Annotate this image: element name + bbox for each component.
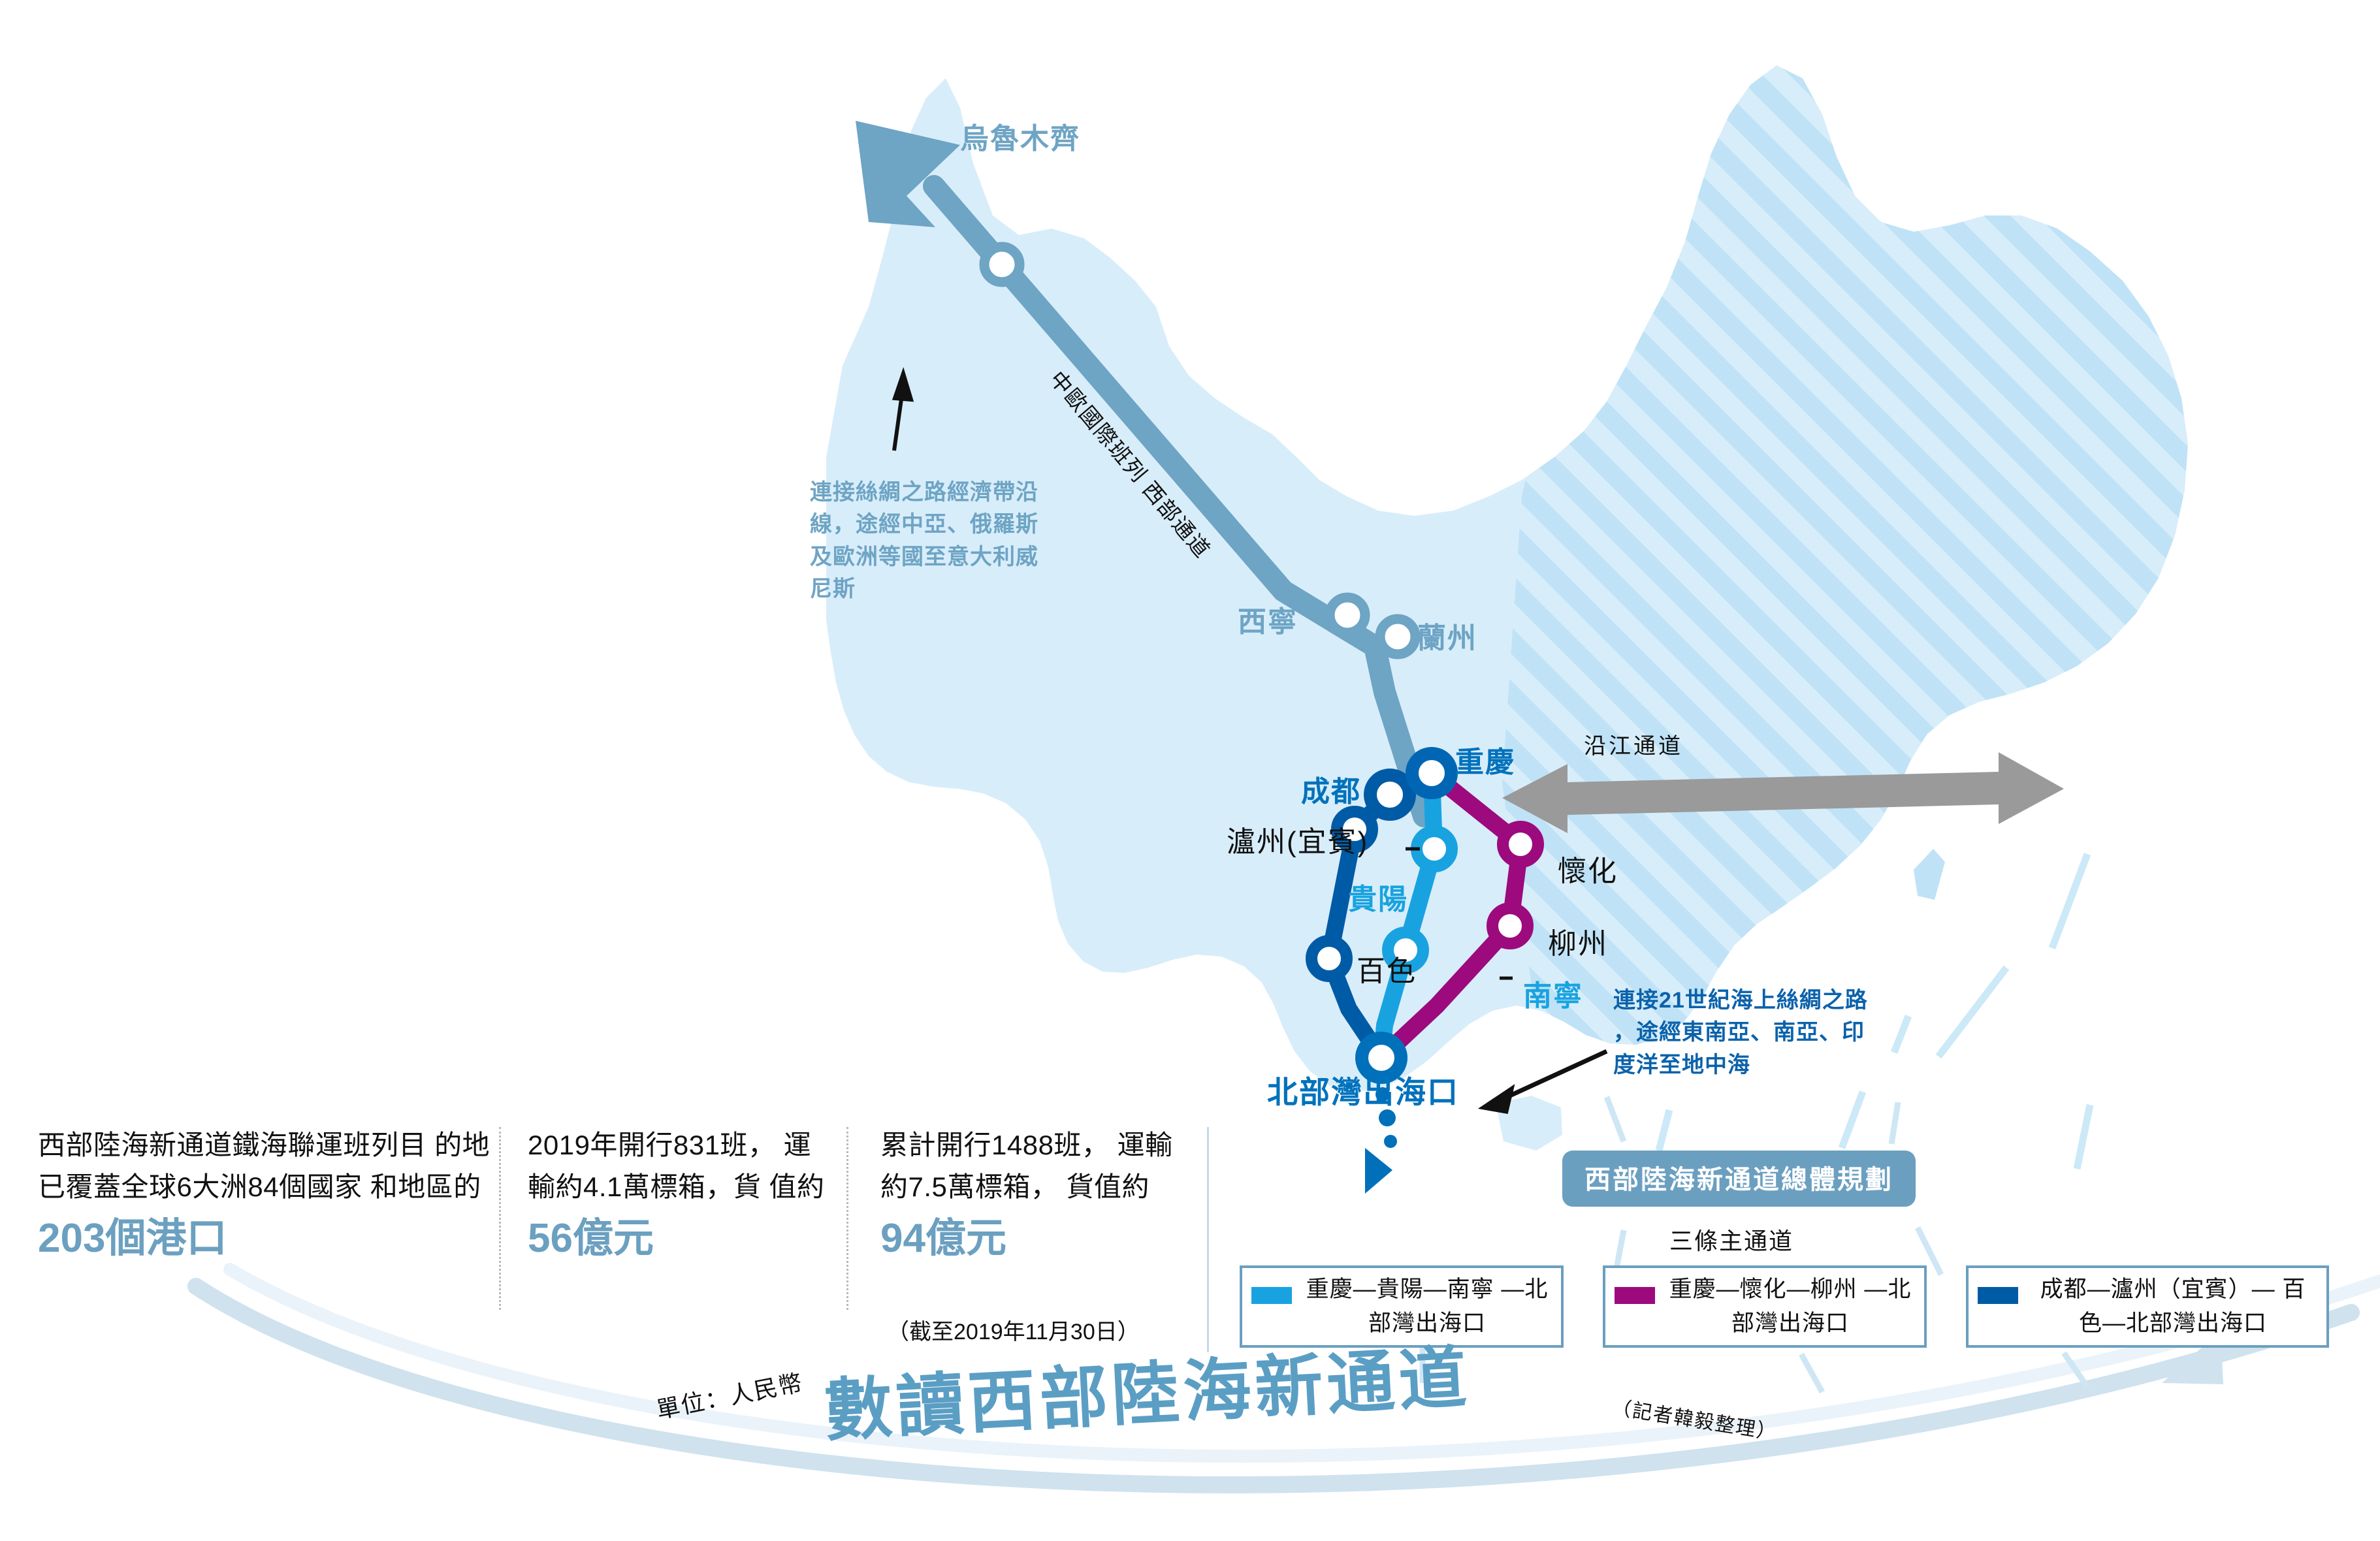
legend-subtitle: 三條主通道 [1669,1228,1794,1254]
route-stations [1306,747,1544,1084]
island-hainan [1496,1096,1562,1151]
stat-cumulative-value: 94億元 [880,1215,1006,1261]
legend-swatch-navy [1978,1287,2018,1304]
decor-slashes [1655,853,2094,1170]
legend-box-purple[interactable]: 重慶—懷化—柳州 —北部灣出海口 [1603,1265,1927,1348]
station-chongqing [1406,747,1458,799]
stat-ports-value: 203個港口 [38,1215,227,1261]
city-label-urumqi: 烏魯木齊 [960,123,1080,155]
corridor-label-yangtze: 沿江通道 [1584,734,1683,759]
euro-asia-corridor [856,121,1435,827]
legend-box-cyan[interactable]: 重慶—貴陽—南寧 —北部灣出海口 [1240,1265,1564,1348]
stat-2019-lead: 2019年開行831班， 運輸約4.1萬標箱，貨 值約 [528,1130,825,1202]
city-label-luzhou: 瀘州(宜賓) [1227,826,1369,858]
legend-label-navy: 成都—瀘州（宜賓）— 百色—北部灣出海口 [2040,1276,2306,1337]
china-east-striped [1502,65,2188,1092]
station-huaihua [1497,821,1544,868]
city-label-guiyang: 貴陽 [1348,883,1408,915]
city-label-huaihua: 懷化 [1558,855,1618,887]
stat-cumulative-lead: 累計開行1488班， 運輸約7.5萬標箱， 貨值約 [880,1130,1173,1202]
city-label-lanzhou: 蘭州 [1417,622,1477,654]
corridor-stations [979,242,1421,659]
station-baise [1306,935,1353,982]
legend-connectors [1419,1096,2090,1394]
station-guiyang [1411,825,1458,872]
stats-strip: 西部陸海新通道鐵海聯運班列目 的地已覆蓋全球6大洲84個國家 和地區的 203個港… [0,1110,1195,1352]
annotation-silk-road-belt: 連接絲綢之路經濟帶沿 線，途經中亞、俄羅斯 及歐洲等國至意大利威 尼斯 [810,480,1038,601]
label-leaders [1406,847,1513,980]
city-label-chengdu: 成都 [1301,776,1361,808]
legend-label-cyan: 重慶—貴陽—南寧 —北部灣出海口 [1306,1276,1549,1337]
station-liuzhou [1487,902,1534,949]
legend-label-purple: 重慶—懷化—柳州 —北部灣出海口 [1669,1276,1912,1337]
station-luzhou [1331,806,1378,853]
maritime-pointer [1477,1049,1608,1115]
annotation-maritime-silk-road: 連接21世紀海上絲綢之路 ，途經東南亞、南亞、印 度洋至地中海 [1613,988,1868,1077]
stat-ports: 西部陸海新通道鐵海聯運班列目 的地已覆蓋全球6大洲84個國家 和地區的 203個港… [38,1124,495,1269]
island-taiwan [1914,849,1945,900]
station-chengdu [1364,769,1416,821]
china-landmass [826,65,2188,1151]
legend-badge: 西部陸海新通道總體規劃 [1562,1151,1916,1207]
legend-box-navy[interactable]: 成都—瀘州（宜賓）— 百色—北部灣出海口 [1966,1265,2329,1348]
city-label-xining: 西寧 [1238,606,1298,638]
station-beibu [1355,1032,1407,1084]
city-label-beibu-port: 北部灣出海口 [1267,1075,1459,1109]
as-of-note: （截至2019年11月30日） [887,1320,1140,1344]
city-label-baise: 百色 [1357,955,1417,987]
city-label-nanning: 南寧 [1523,980,1583,1012]
euro-asia-arrowhead [856,121,960,227]
euro-asia-line [923,175,1435,827]
silk-road-pointer [892,367,914,451]
city-label-liuzhou: 柳州 [1548,928,1608,960]
stat-2019: 2019年開行831班， 運輸約4.1萬標箱，貨 值約 56億元 [528,1124,835,1269]
stat-2019-value: 56億元 [528,1215,654,1261]
stat-cumulative: 累計開行1488班， 運輸約7.5萬標箱， 貨值約 94億元 [880,1124,1187,1269]
stat-divider-2 [846,1127,848,1310]
stat-ports-lead: 西部陸海新通道鐵海聯運班列目 的地已覆蓋全球6大洲84個國家 和地區的 [38,1130,490,1202]
stat-divider-3 [1207,1127,1209,1352]
city-label-chongqing: 重慶 [1455,746,1515,778]
stat-divider-1 [499,1127,501,1310]
sea-exit-marker [1365,1087,1397,1194]
yangtze-corridor-arrow [1502,752,2064,833]
station-nanning [1382,927,1429,974]
legend-swatch-cyan [1251,1287,1292,1304]
legend-swatch-purple [1615,1287,1655,1304]
